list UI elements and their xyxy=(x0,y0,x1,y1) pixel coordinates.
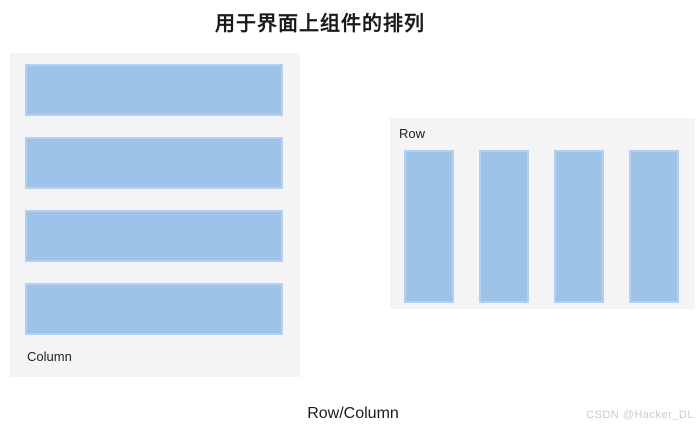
column-bar xyxy=(25,210,283,262)
row-bars xyxy=(404,150,679,303)
column-label: Column xyxy=(27,349,72,364)
column-demo-panel: Column xyxy=(10,53,300,377)
row-label: Row xyxy=(399,126,426,141)
watermark: CSDN @Hacker_DL xyxy=(586,409,694,421)
column-bars xyxy=(25,64,283,335)
column-bar xyxy=(25,137,283,189)
caption: Row/Column xyxy=(307,405,399,422)
page-title: 用于界面上组件的排列 xyxy=(215,13,425,35)
row-bar xyxy=(479,150,529,303)
column-bar xyxy=(25,64,283,116)
row-demo-panel: Row xyxy=(390,118,695,309)
row-bar xyxy=(554,150,604,303)
column-bar xyxy=(25,283,283,335)
row-bar xyxy=(629,150,679,303)
row-bar xyxy=(404,150,454,303)
